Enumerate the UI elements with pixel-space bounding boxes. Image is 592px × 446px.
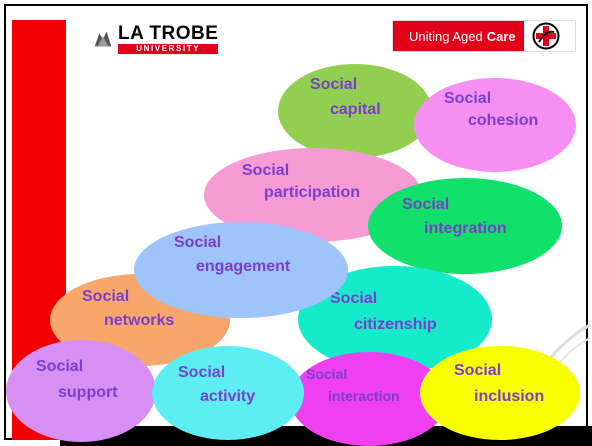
bubble-social-engagement: Social engagement — [134, 222, 348, 318]
bubble-social-integration: Social integration — [368, 178, 562, 274]
bubble-social-support: Social support — [6, 340, 156, 442]
bubble-label-line2: engagement — [196, 258, 291, 275]
bubble-label-line1: Social — [306, 366, 348, 382]
bubble-label-line1: Social — [310, 76, 358, 93]
latrobe-emblem-icon — [94, 31, 112, 47]
bubble-label-line2: inclusion — [474, 388, 545, 405]
bubble-label-line2: activity — [200, 388, 256, 405]
bubble-social-cohesion: Social cohesion — [414, 78, 576, 172]
bubble-label-line1: Social — [174, 234, 222, 251]
bubble-social-activity: Social activity — [152, 346, 304, 440]
uniting-aged-care-logo: Uniting Aged Care — [392, 20, 576, 52]
bubble-label-line2: capital — [330, 101, 381, 118]
bubble-label-line2: integration — [424, 220, 507, 237]
bubble-label-line1: Social — [454, 362, 502, 379]
latrobe-logo: LA TROBE UNIVERSITY — [92, 23, 219, 54]
bubble-social-capital: Social capital — [278, 64, 432, 158]
latrobe-subtitle: UNIVERSITY — [118, 44, 219, 54]
bubble-label-line2: interaction — [328, 388, 400, 404]
bubble-label-line2: participation — [264, 184, 361, 201]
uac-banner: Uniting Aged Care — [393, 21, 524, 51]
bubble-label-line1: Social — [178, 364, 226, 381]
bubble-label-line2: support — [58, 384, 118, 401]
bubble-label-line1: Social — [36, 358, 84, 375]
uac-text: Uniting Aged — [409, 28, 483, 44]
uniting-care-cross-icon — [532, 22, 560, 50]
bubble-label-line2: cohesion — [468, 112, 539, 129]
bubble-label-line2: citizenship — [354, 316, 437, 333]
bubble-label-line1: Social — [242, 162, 290, 179]
bubble-social-inclusion: Social inclusion — [420, 346, 580, 440]
bubble-label-line1: Social — [330, 290, 378, 307]
latrobe-name: LA TROBE — [118, 23, 219, 44]
bubble-label-line2: networks — [104, 312, 175, 329]
bubble-label-line1: Social — [402, 196, 450, 213]
uac-bold-text: Care — [486, 28, 516, 44]
bubble-label-line1: Social — [444, 90, 492, 107]
bubble-label-line1: Social — [82, 288, 130, 305]
